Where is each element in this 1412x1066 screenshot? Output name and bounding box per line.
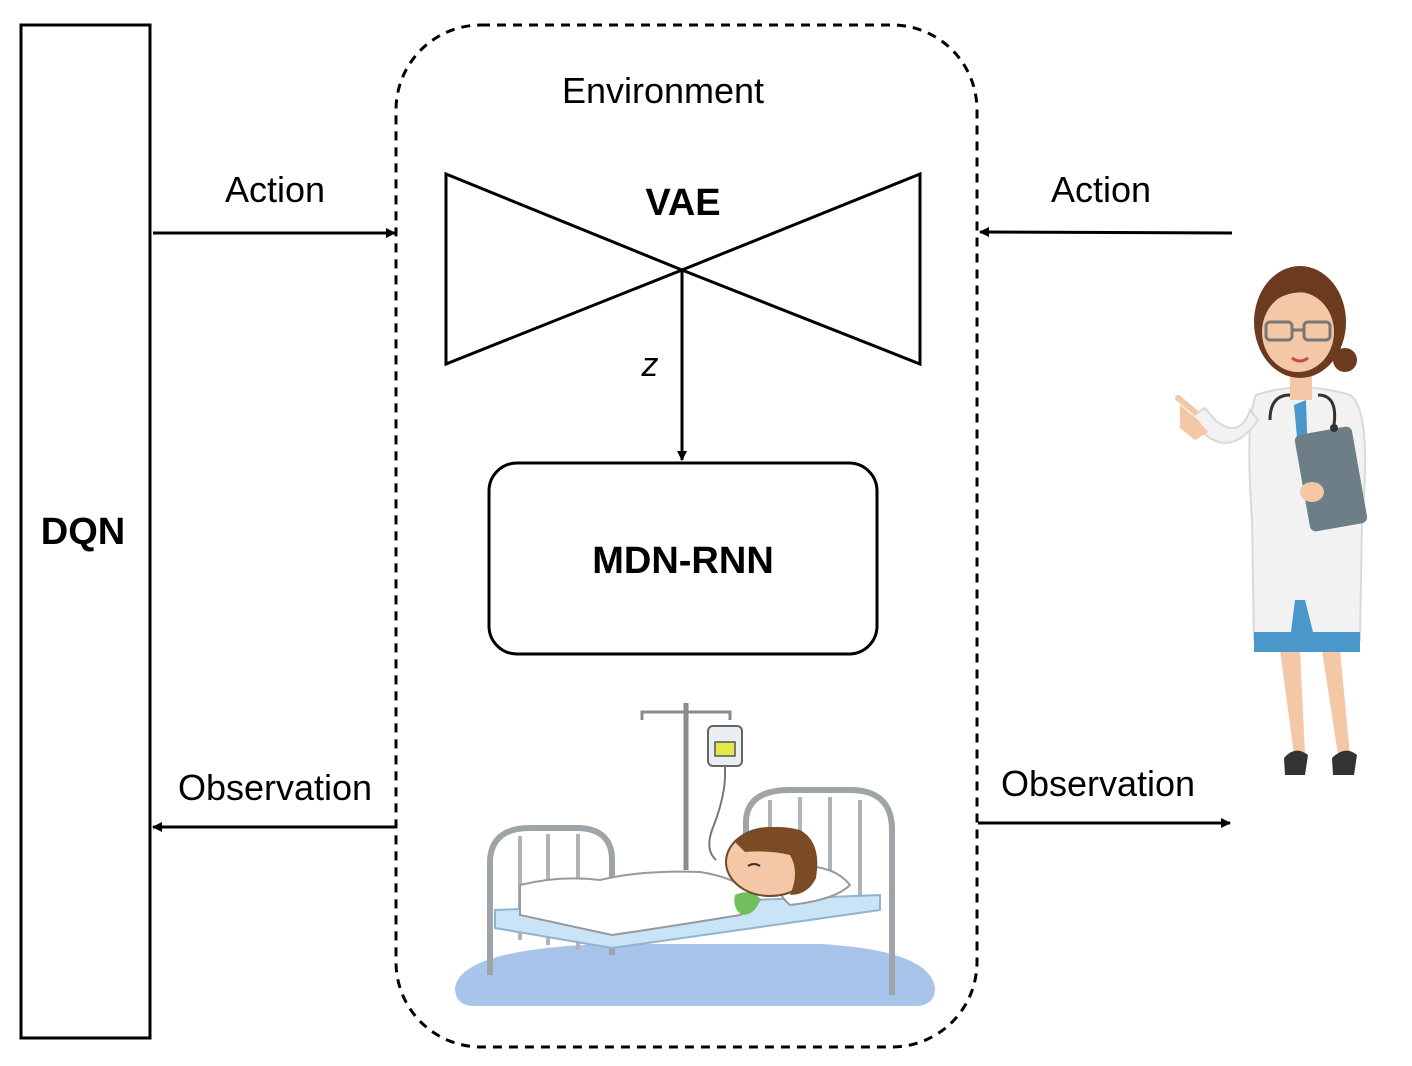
latent-label: z [641, 346, 659, 384]
dqn-label: DQN [41, 511, 125, 553]
dqn-block: DQN [19, 23, 152, 1040]
right-action-label: Action [1051, 169, 1151, 210]
left-action-label: Action [225, 169, 325, 210]
right-action-arrow: Action [979, 169, 1233, 238]
left-observation-label: Observation [178, 767, 372, 808]
mdn-rnn-block: MDN-RNN [487, 461, 879, 656]
right-observation-label: Observation [1001, 763, 1195, 804]
environment-label: Environment [562, 70, 764, 111]
doctor-icon [1175, 266, 1368, 775]
vae-block: VAE [444, 171, 922, 367]
left-observation-arrow: Observation [152, 767, 395, 832]
left-action-arrow: Action [153, 169, 396, 238]
environment-container: Environment [394, 23, 979, 1049]
vae-decoder-triangle [677, 171, 922, 367]
patient-in-bed-icon [455, 703, 935, 1006]
mdn-rnn-label: MDN-RNN [592, 540, 774, 582]
vae-label: VAE [645, 182, 720, 224]
latent-arrow: z [641, 270, 687, 461]
right-observation-arrow: Observation [978, 763, 1231, 828]
vae-encoder-triangle [444, 171, 687, 367]
